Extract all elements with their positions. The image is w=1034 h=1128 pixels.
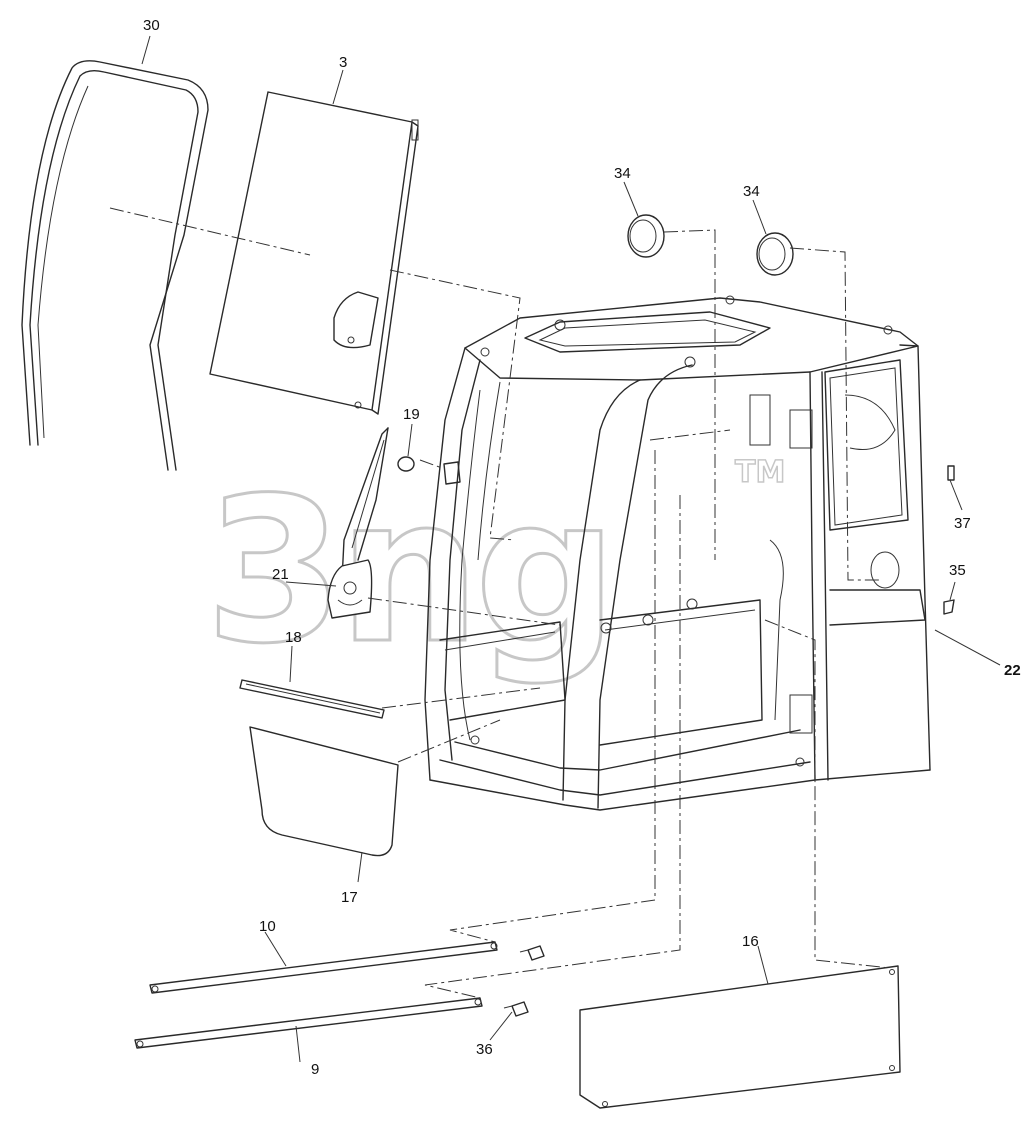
part-bolt-upper — [519, 945, 545, 961]
part-36-bolt — [503, 1001, 529, 1017]
label-16: 16 — [742, 933, 759, 950]
part-21-wiper — [327, 427, 389, 619]
part-10-rod — [149, 941, 498, 994]
part-30-seal — [21, 60, 209, 471]
assembly-lines — [109, 207, 891, 999]
part-19-grommet — [397, 456, 461, 485]
part-3-glass — [209, 91, 419, 415]
part-9-rod — [134, 997, 483, 1049]
label-21: 21 — [272, 566, 289, 583]
label-18: 18 — [285, 629, 302, 646]
part-22-cab-frame — [424, 295, 931, 811]
part-labels: 30 3 34 34 19 37 21 35 18 22 17 10 16 36… — [143, 17, 1021, 1078]
leader-lines — [141, 35, 1001, 1063]
label-35: 35 — [949, 562, 966, 579]
label-9: 9 — [311, 1061, 319, 1078]
label-17: 17 — [341, 889, 358, 906]
label-19: 19 — [403, 406, 420, 423]
label-10: 10 — [259, 918, 276, 935]
label-3: 3 — [339, 54, 347, 71]
label-36: 36 — [476, 1041, 493, 1058]
watermark: 3ng TM — [204, 454, 787, 690]
watermark-tm: TM — [735, 455, 785, 490]
label-22: 22 — [1004, 662, 1021, 679]
part-34-speaker-left — [627, 214, 665, 258]
watermark-logo: 3ng — [205, 455, 612, 688]
part-18-bar — [239, 679, 385, 719]
part-37-clip — [947, 465, 955, 481]
label-34-right: 34 — [743, 183, 760, 200]
part-35-clip — [943, 599, 955, 615]
part-17-lower-glass — [249, 726, 399, 857]
part-34-speaker-right — [756, 232, 794, 276]
label-30: 30 — [143, 17, 160, 34]
label-37: 37 — [954, 515, 971, 532]
part-16-panel — [579, 965, 901, 1109]
label-34-left: 34 — [614, 165, 631, 182]
